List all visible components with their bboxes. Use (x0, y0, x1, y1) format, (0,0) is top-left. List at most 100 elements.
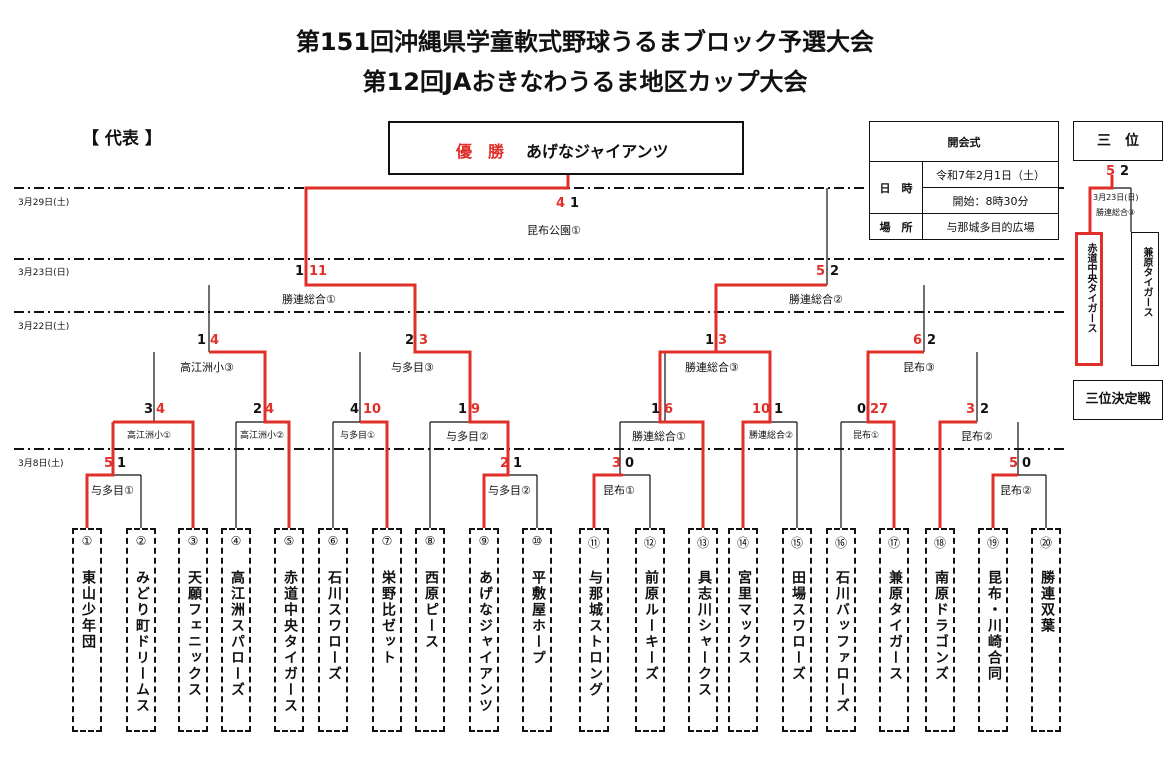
third-score-b: 2 (1120, 164, 1130, 179)
venue-final: 昆布公園① (527, 224, 581, 237)
team-number: ⑲ (986, 536, 999, 550)
venue-r2d: 与多目② (446, 430, 489, 443)
score-r1a-right: 1 (117, 456, 127, 471)
third-title: 三 位 (1073, 121, 1163, 161)
opening-ceremony-table: 開会式 日 時令和7年2月1日（土） 開始：8時30分 場 所与那城多目的広場 (869, 121, 1059, 240)
third-winner-box: 赤道中央タイガース (1075, 232, 1103, 366)
team-name: 宮里マックス (736, 570, 752, 666)
third-venue: 勝連総合③ (1096, 208, 1136, 217)
date-3-22: 3月22日(土) (18, 322, 70, 332)
info-place-label: 場 所 (869, 213, 923, 240)
info-date-label: 日 時 (869, 161, 923, 214)
score-r2b-left: 2 (253, 402, 263, 417)
third-loser-box: 兼原タイガース (1131, 232, 1159, 366)
third-loser: 兼原タイガース (1141, 247, 1152, 317)
score-r1b-left: 2 (500, 456, 510, 471)
venue-r1a: 与多目① (91, 484, 134, 497)
team-name: 勝連双葉 (1039, 570, 1055, 634)
team-name: 石川スワローズ (326, 570, 342, 682)
team-box: ② みどり町ドリームス (126, 528, 156, 732)
score-sf2-left: 5 (816, 264, 826, 279)
team-number: ⑫ (643, 536, 656, 550)
score-qf2-left: 2 (405, 333, 415, 348)
score-qf3-right: 3 (718, 333, 728, 348)
team-number: ⑦ (381, 534, 393, 548)
score-r2a-left: 3 (144, 402, 154, 417)
info-time-value: 開始：8時30分 (922, 187, 1059, 214)
venue-r1d: 昆布② (1000, 484, 1032, 497)
venue-r2b: 高江洲小② (240, 431, 285, 441)
team-name: 栄野比ゼット (380, 570, 396, 666)
score-sf1-left: 1 (295, 264, 305, 279)
score-final-left: 4 (556, 196, 566, 211)
score-r1a-left: 5 (104, 456, 114, 471)
team-number: ⑩ (531, 534, 543, 548)
score-r2h-right: 2 (980, 402, 990, 417)
date-3-23: 3月23日(日) (18, 268, 70, 278)
score-qf3-left: 1 (705, 333, 715, 348)
date-3-8: 3月8日(土) (18, 459, 64, 469)
team-number: ⑱ (933, 536, 946, 550)
score-r2e-right: 6 (664, 402, 674, 417)
score-qf4-right: 2 (927, 333, 937, 348)
score-r2b-right: 4 (265, 402, 275, 417)
team-name: 西原ピース (423, 570, 439, 650)
team-name: 平敷屋ホープ (530, 570, 546, 666)
info-header: 開会式 (869, 121, 1059, 162)
team-number: ⑪ (587, 536, 600, 550)
venue-r2e: 勝連総合① (632, 430, 686, 443)
score-r2c-right: 10 (363, 402, 382, 417)
team-number: ③ (187, 534, 199, 548)
team-number: ② (135, 534, 147, 548)
score-r2h-left: 3 (966, 402, 976, 417)
team-name: みどり町ドリームス (134, 570, 150, 714)
team-number: ④ (230, 534, 242, 548)
score-r1c-right: 0 (625, 456, 635, 471)
loser-lines (113, 187, 1132, 528)
champion-team: あげなジャイアンツ (526, 142, 669, 161)
score-qf1-left: 1 (197, 333, 207, 348)
score-r1d-left: 5 (1009, 456, 1019, 471)
team-number: ⑧ (424, 534, 436, 548)
venue-qf3: 勝連総合③ (685, 361, 739, 374)
score-sf2-right: 2 (830, 264, 840, 279)
team-name: 前原ルーキーズ (643, 570, 659, 682)
score-final-right: 1 (570, 196, 580, 211)
daihyo-label: 【 代表 】 (82, 129, 162, 149)
team-box: ⑦ 栄野比ゼット (372, 528, 402, 732)
venue-qf1: 高江洲小③ (180, 361, 234, 374)
team-name: 南原ドラゴンズ (933, 570, 949, 682)
third-label: 三位決定戦 (1073, 380, 1163, 420)
score-r2g-left: 0 (857, 402, 867, 417)
score-qf1-right: 4 (210, 333, 220, 348)
champion-label: 優 勝 (456, 142, 505, 161)
venue-qf4: 昆布③ (903, 361, 935, 374)
team-name: 兼原タイガース (887, 570, 903, 682)
team-box: ⑱ 南原ドラゴンズ (925, 528, 955, 732)
team-name: 田場スワローズ (790, 570, 806, 682)
score-r2g-right: 27 (870, 402, 889, 417)
team-name: 赤道中央タイガース (282, 570, 298, 714)
score-r2f-right: 1 (774, 402, 784, 417)
venue-sf2: 勝連総合② (789, 293, 843, 306)
score-r2d-right: 9 (471, 402, 481, 417)
venue-r2f: 勝連総合② (749, 431, 794, 441)
score-qf4-left: 6 (913, 333, 923, 348)
winner-lines (85, 175, 1114, 528)
score-r2f-left: 10 (752, 402, 771, 417)
score-r1d-right: 0 (1022, 456, 1032, 471)
team-number: ⑬ (696, 536, 709, 550)
score-r2a-right: 4 (156, 402, 166, 417)
info-place-value: 与那城多目的広場 (922, 213, 1059, 240)
team-name: 天願フェニックス (186, 570, 202, 698)
